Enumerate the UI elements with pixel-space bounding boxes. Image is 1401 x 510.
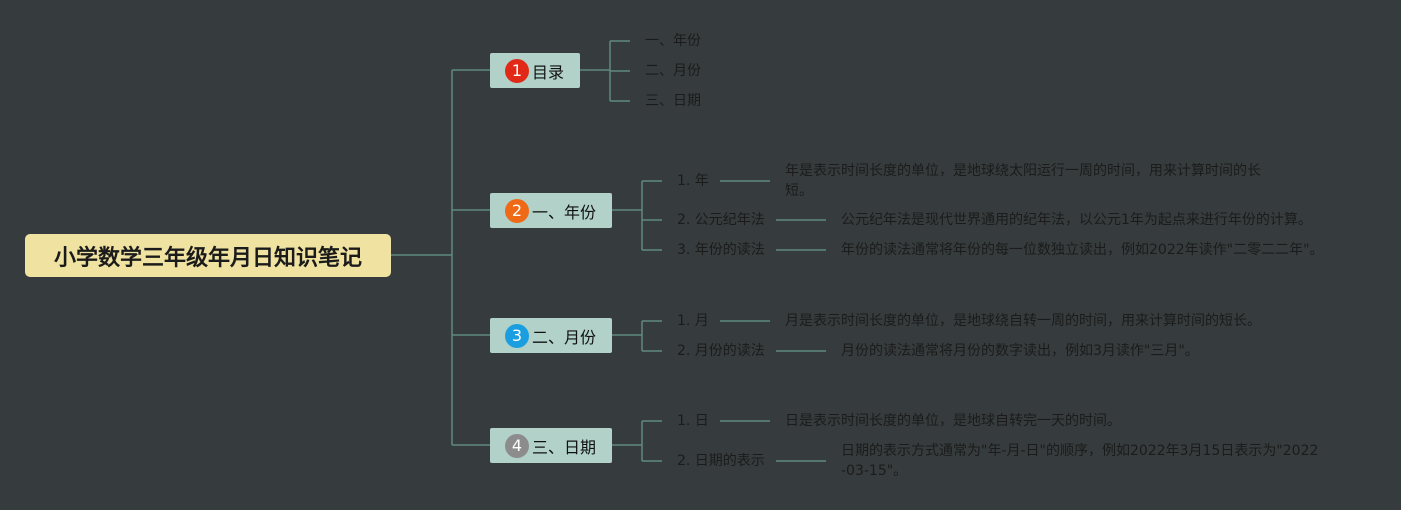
year-item-3[interactable]: 3. 年份的读法 <box>677 242 765 258</box>
year-item-2-desc: 公元纪年法是现代世界通用的纪年法，以公元1年为起点来进行年份的计算。 <box>841 212 1312 228</box>
branch-label: 三、日期 <box>532 437 597 457</box>
branch-year[interactable]: 2 一、年份 <box>490 193 612 228</box>
connector-sub-4 <box>612 420 662 462</box>
date-item-1[interactable]: 1. 日 <box>677 413 709 429</box>
connector-desc-4 <box>720 420 826 462</box>
root-title: 小学数学三年级年月日知识笔记 <box>53 245 362 271</box>
date-item-1-desc: 日是表示时间长度的单位，是地球自转完一天的时间。 <box>785 413 1121 429</box>
month-item-1[interactable]: 1. 月 <box>677 313 709 329</box>
connector-desc-2 <box>720 180 826 251</box>
month-item-2-desc: 月份的读法通常将月份的数字读出，例如3月读作"三月"。 <box>841 343 1199 359</box>
root-topic[interactable]: 小学数学三年级年月日知识笔记 <box>25 234 391 277</box>
year-item-1[interactable]: 1. 年 <box>677 173 709 189</box>
year-item-2[interactable]: 2. 公元纪年法 <box>677 212 765 228</box>
badge-1: 1 <box>505 58 529 83</box>
badge-2: 2 <box>505 198 529 223</box>
connector-sub-1 <box>580 40 630 102</box>
toc-item-day[interactable]: 三、日期 <box>645 93 701 109</box>
connector-sub-3 <box>612 320 662 352</box>
branch-toc[interactable]: 1 目录 <box>490 53 580 88</box>
branch-month[interactable]: 3 二、月份 <box>490 318 612 353</box>
month-item-1-desc: 月是表示时间长度的单位，是地球绕自转一周的时间，用来计算时间的短长。 <box>785 313 1261 329</box>
toc-item-year[interactable]: 一、年份 <box>645 33 701 49</box>
date-item-2[interactable]: 2. 日期的表示 <box>677 453 765 469</box>
toc-item-month[interactable]: 二、月份 <box>645 63 701 79</box>
connector-desc-3 <box>720 320 826 352</box>
year-item-1-desc: 年是表示时间长度的单位，是地球绕太阳运行一周的时间，用来计算时间的长短。 <box>785 163 1261 199</box>
branch-label: 一、年份 <box>532 202 597 222</box>
year-item-3-desc: 年份的读法通常将年份的每一位数独立读出，例如2022年读作"二零二二年"。 <box>841 242 1324 258</box>
date-item-2-desc: 日期的表示方式通常为"年-月-日"的顺序，例如2022年3月15日表示为"202… <box>841 443 1319 479</box>
branch-label: 二、月份 <box>532 327 597 347</box>
badge-3: 3 <box>505 323 529 348</box>
branch-label: 目录 <box>532 62 565 82</box>
branch-date[interactable]: 4 三、日期 <box>490 428 612 463</box>
month-item-2[interactable]: 2. 月份的读法 <box>677 343 765 359</box>
badge-4: 4 <box>505 433 529 458</box>
connector-sub-2 <box>612 180 662 251</box>
